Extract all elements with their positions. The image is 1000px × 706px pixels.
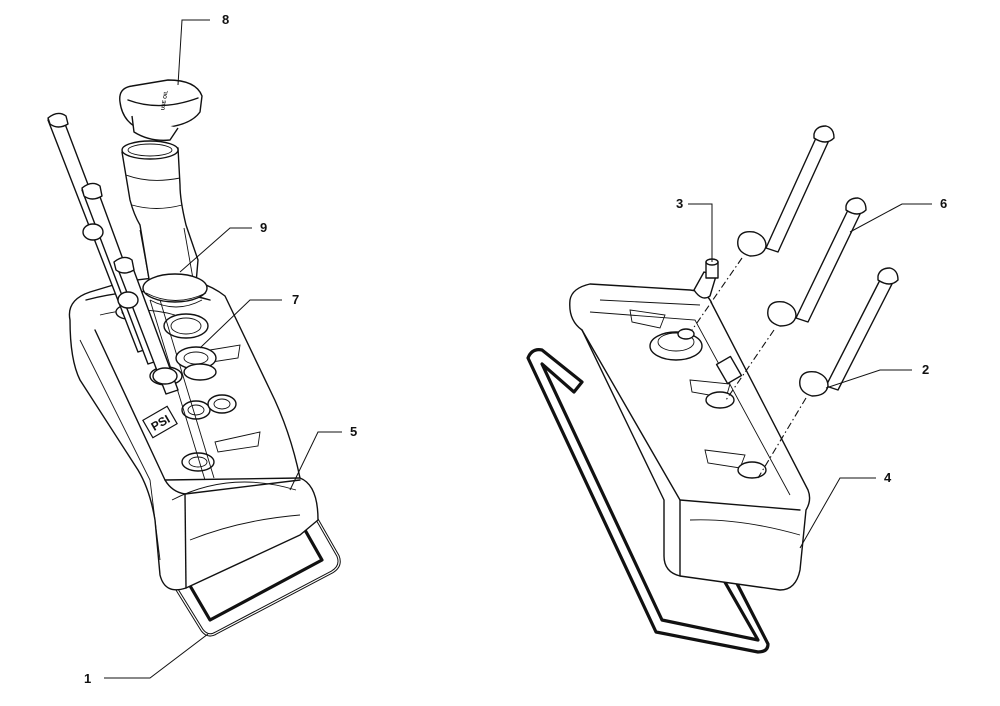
left-psi-logo: PSI — [142, 405, 178, 439]
callout-1: 1 — [84, 671, 91, 686]
callout-5: 5 — [350, 424, 357, 439]
callout-4: 4 — [884, 470, 892, 485]
right-fitting — [693, 258, 719, 299]
left-valve-cover: PSI — [68, 277, 319, 591]
left-assembly: PSI USE OIL — [47, 12, 357, 686]
callout-2: 2 — [922, 362, 929, 377]
callout-9: 9 — [260, 220, 267, 235]
callout-8: 8 — [222, 12, 229, 27]
left-filler-neck — [121, 140, 217, 381]
right-valve-cover — [569, 283, 811, 591]
left-oil-cap: USE OIL — [119, 79, 203, 142]
callout-3: 3 — [676, 196, 683, 211]
left-long-bolts — [47, 112, 179, 395]
right-assembly: 3 6 2 4 — [526, 125, 947, 654]
callout-7: 7 — [292, 292, 299, 307]
cap-text: USE OIL — [160, 90, 169, 111]
right-gasket — [526, 348, 770, 654]
right-leaders — [688, 203, 932, 549]
left-leaders — [104, 19, 342, 679]
callout-6: 6 — [940, 196, 947, 211]
right-bolts — [691, 125, 899, 479]
